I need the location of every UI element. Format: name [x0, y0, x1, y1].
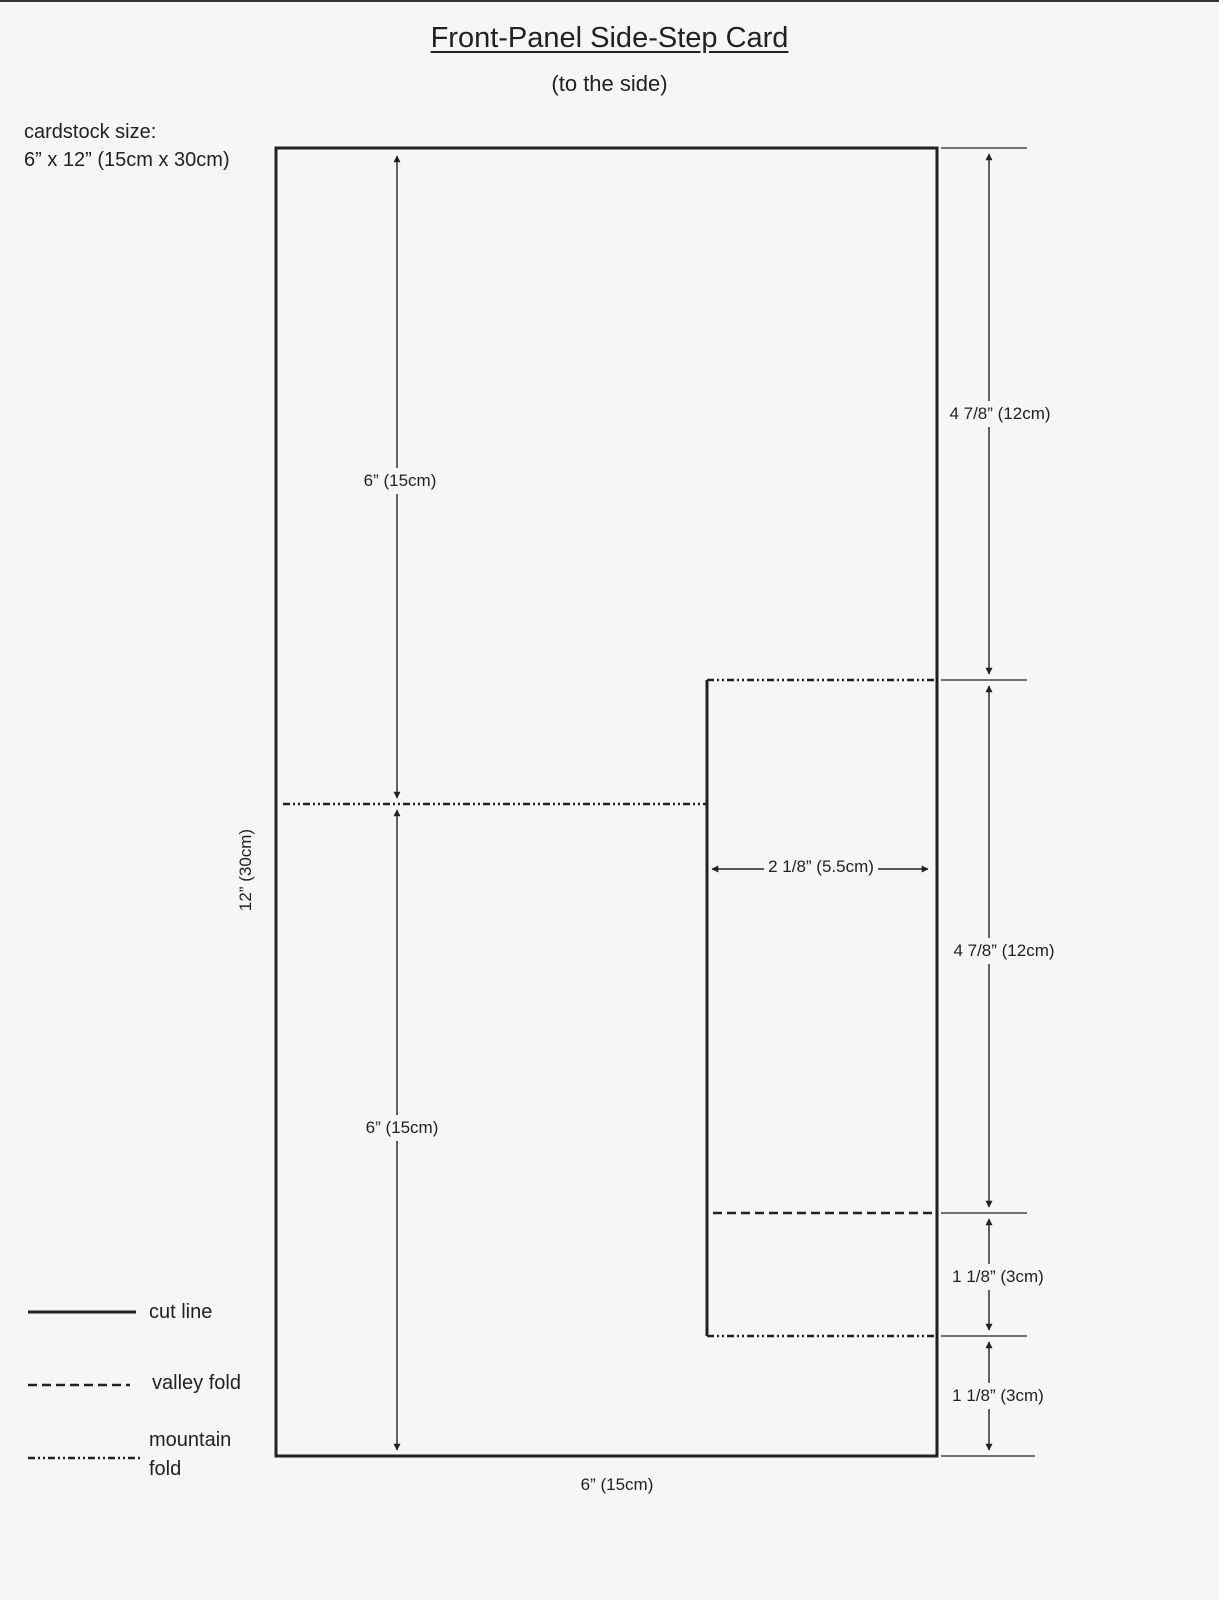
legend-cut-label: cut line	[149, 1301, 213, 1323]
right-bottom-label: 1 1/8” (3cm)	[952, 1383, 1044, 1409]
cardstock-label: cardstock size:	[24, 121, 157, 143]
legend-mountain-label: mountain fold	[149, 1426, 231, 1484]
diagram-title: Front-Panel Side-Step Card	[430, 22, 789, 54]
legend-mountain-line2: fold	[149, 1458, 182, 1480]
cardstock-size: 6” x 12” (15cm x 30cm)	[24, 149, 230, 171]
legend-mountain-line1: mountain	[149, 1429, 232, 1451]
total-width-label: 6” (15cm)	[580, 1475, 654, 1494]
card-outline	[274, 146, 939, 1458]
total-height-label: 12” (30cm)	[236, 828, 255, 912]
right-middle-label: 4 7/8” (12cm)	[953, 938, 1055, 964]
diagram-subtitle: (to the side)	[551, 71, 668, 96]
scan-top-edge	[0, 0, 1219, 2]
panel-width-label: 2 1/8” (5.5cm)	[764, 856, 878, 878]
right-lower-label: 1 1/8” (3cm)	[952, 1264, 1044, 1290]
top-height-label: 6” (15cm)	[363, 468, 437, 494]
cardstock-info: cardstock size: 6” x 12” (15cm x 30cm)	[24, 118, 230, 174]
bottom-height-label: 6” (15cm)	[365, 1115, 439, 1141]
right-top-label: 4 7/8” (12cm)	[949, 401, 1051, 427]
legend-valley-label: valley fold	[152, 1372, 241, 1394]
